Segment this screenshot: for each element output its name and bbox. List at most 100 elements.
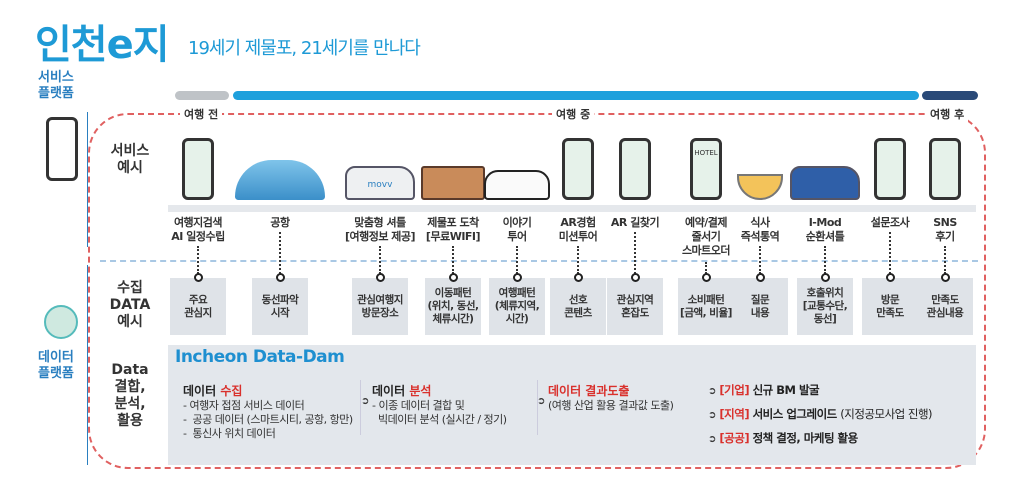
phase-before: 여행 전 bbox=[180, 106, 223, 122]
connector-node bbox=[376, 273, 385, 282]
collect-line: - 여행자 접점 서비스 데이터 bbox=[183, 399, 305, 412]
connector bbox=[759, 246, 761, 274]
service-label: 공항 bbox=[270, 216, 290, 229]
arrow-right-icon: ➲ bbox=[708, 434, 716, 445]
dam-analyze: 데이터 분석 - 이종 데이터 결합 및 빅데이터 분석 (실시간 / 정기) bbox=[372, 382, 507, 427]
dam-collect: 데이터 수집 - 여행자 접점 서비스 데이터 - 공공 데이터 (스마트시티,… bbox=[183, 382, 353, 441]
analyze-head: 데이터 bbox=[372, 384, 406, 398]
analyze-head-accent: 분석 bbox=[409, 384, 432, 398]
arrow-right-icon: ➲ bbox=[361, 396, 370, 407]
connector-node bbox=[574, 273, 583, 282]
connector-node bbox=[886, 273, 895, 282]
dam-result: 데이터 결과도출 (여행 산업 활용 결과값 도출) bbox=[548, 382, 674, 413]
service-label: AR 길찾기 bbox=[610, 216, 660, 229]
data-box: 여행패턴 (체류지역, 시간) bbox=[489, 278, 545, 335]
service-label: 이야기 투어 bbox=[502, 216, 532, 243]
data-dam-title: Incheon Data-Dam bbox=[175, 347, 345, 367]
connector bbox=[516, 246, 518, 274]
data-box: 방문 만족도 bbox=[862, 278, 918, 335]
data-box: 질문 내용 bbox=[732, 278, 788, 335]
outcome-item: ➲ [지역] 서비스 업그레이드 (지정공모사업 진행) bbox=[708, 406, 933, 422]
outcome-text: 정책 결정, 마케팅 활용 bbox=[752, 431, 859, 445]
connector bbox=[197, 246, 199, 274]
connector-node bbox=[702, 273, 711, 282]
collect-head: 데이터 bbox=[183, 384, 217, 398]
service-label: 제물포 도착 [무료WIFI] bbox=[425, 216, 481, 243]
van-text: movv bbox=[345, 166, 415, 200]
connector-node bbox=[941, 273, 950, 282]
data-box: 호출위치 [교통수단, 동선] bbox=[797, 278, 853, 335]
service-label: SNS 후기 bbox=[933, 216, 957, 243]
page-subtitle: 19세기 제물포, 21세기를 만나다 bbox=[188, 38, 421, 59]
data-chip-icon bbox=[44, 305, 78, 339]
collect-line: - 통신사 위치 데이터 bbox=[183, 427, 276, 440]
connector bbox=[577, 246, 579, 274]
connector-node bbox=[449, 273, 458, 282]
data-box: 동선파악 시작 bbox=[252, 278, 308, 335]
outcome-item: ➲ [기업] 신규 BM 발굴 bbox=[708, 382, 932, 398]
phase-after: 여행 후 bbox=[926, 106, 969, 122]
service-label: 맞춤형 셔틀 [여행정보 제공] bbox=[344, 216, 416, 243]
arrow-right-icon: ➲ bbox=[708, 410, 716, 421]
map-phone-icon bbox=[590, 138, 680, 202]
data-dam-panel bbox=[168, 345, 976, 465]
connector bbox=[452, 246, 454, 274]
phase-bar-after bbox=[922, 91, 978, 100]
connector bbox=[705, 262, 707, 274]
analyze-line: - 이종 데이터 결합 및 bbox=[372, 399, 465, 412]
connector bbox=[379, 246, 381, 274]
section-divider bbox=[100, 260, 978, 262]
data-box: 이동패턴 (위치, 동선, 체류시간) bbox=[425, 278, 481, 335]
service-label: 설문조사 bbox=[870, 216, 910, 229]
platform-arrow bbox=[87, 112, 88, 247]
smartphone-icon bbox=[46, 117, 78, 181]
phase-bar-during bbox=[233, 91, 919, 100]
collect-head-accent: 수집 bbox=[220, 384, 243, 398]
outcome-tag: [기업] bbox=[719, 383, 750, 397]
connector-node bbox=[756, 273, 765, 282]
service-label: 예약/결제 줄서기 스마트오더 bbox=[681, 216, 731, 257]
divider bbox=[360, 380, 361, 435]
smartphone-icon bbox=[153, 138, 243, 202]
noodle-translate-icon bbox=[715, 138, 805, 202]
service-label: 식사 즉석통역 bbox=[740, 216, 780, 243]
data-box: 주요 관심지 bbox=[170, 278, 226, 335]
wifi-house-icon bbox=[408, 138, 498, 202]
service-label: AR경험 미션투어 bbox=[558, 216, 598, 243]
connector-node bbox=[276, 273, 285, 282]
divider bbox=[537, 380, 538, 435]
connector-node bbox=[194, 273, 203, 282]
ar-phone-icon bbox=[533, 138, 623, 202]
data-box: 만족도 관심내용 bbox=[917, 278, 973, 335]
outcome-text: 신규 BM 발굴 bbox=[752, 383, 820, 397]
connector bbox=[279, 232, 281, 274]
van-text bbox=[790, 166, 860, 200]
outcome-item: ➲ [공공] 정책 결정, 마케팅 활용 bbox=[708, 430, 932, 446]
outcome-note: (지정공모사업 진행) bbox=[840, 407, 933, 421]
data-box: 관심여행지 방문장소 bbox=[352, 278, 408, 335]
sns-phone-icon bbox=[900, 138, 990, 202]
survey-phone-icon bbox=[845, 138, 935, 202]
data-platform-label: 데이터 플랫폼 bbox=[38, 350, 74, 381]
connector-node bbox=[513, 273, 522, 282]
connector bbox=[824, 246, 826, 274]
outcome-tag: [공공] bbox=[719, 431, 750, 445]
data-box: 관심지역 혼잡도 bbox=[607, 278, 663, 335]
journey-frame bbox=[88, 113, 986, 469]
result-head: 데이터 결과도출 bbox=[548, 384, 630, 398]
booking-phone-icon: HOTEL bbox=[661, 138, 751, 202]
shuttle-bus-icon bbox=[780, 138, 870, 202]
service-platform-label: 서비스 플랫폼 bbox=[38, 70, 74, 101]
analyze-line: 빅데이터 분석 (실시간 / 정기) bbox=[372, 413, 507, 426]
page-title: 인천e지 bbox=[35, 22, 170, 68]
data-box: 선호 콘텐츠 bbox=[550, 278, 606, 335]
phone-text: HOTEL bbox=[694, 149, 718, 157]
connector bbox=[634, 232, 636, 274]
row-label-data: Data 결합, 분석, 활용 bbox=[111, 362, 149, 429]
connector-node bbox=[821, 273, 830, 282]
arrow-right-icon: ➲ bbox=[537, 396, 546, 407]
outcome-text: 서비스 업그레이드 bbox=[752, 407, 838, 421]
outcome-tag: [지역] bbox=[719, 407, 750, 421]
connector bbox=[944, 246, 946, 274]
icon-ground-band bbox=[168, 205, 976, 212]
